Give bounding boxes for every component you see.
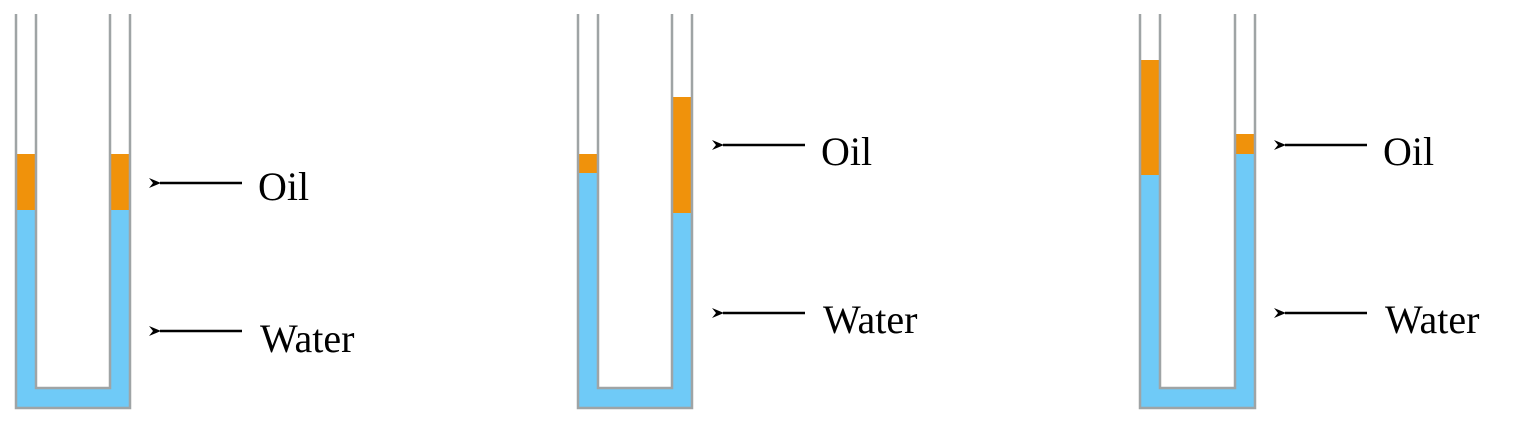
tube-3-oil-label: Oil bbox=[1383, 129, 1434, 174]
tube-2-oil-label: Oil bbox=[821, 129, 872, 174]
tube-2-water-bottom bbox=[578, 388, 692, 408]
tube-1-oil-label: Oil bbox=[258, 164, 309, 209]
u-tube-3: Oil Water bbox=[1138, 14, 1480, 410]
tube-2-inner-wall bbox=[596, 14, 674, 390]
tube-2-oil-left bbox=[578, 154, 598, 173]
tube-1-inner-wall bbox=[34, 14, 112, 390]
tube-1-water-right-arm bbox=[110, 210, 130, 388]
tube-2-water-label: Water bbox=[823, 297, 918, 342]
u-tube-1: Oil Water bbox=[14, 14, 355, 410]
u-tube-2: Oil Water bbox=[576, 14, 918, 410]
tube-3-water-right-arm bbox=[1235, 154, 1255, 388]
tube-1-oil-left bbox=[16, 154, 36, 210]
tube-3-water-bottom bbox=[1140, 388, 1255, 408]
tube-3-inner-wall bbox=[1158, 14, 1237, 390]
tube-1-outer-wall bbox=[14, 14, 132, 410]
tube-2-water-right-arm bbox=[672, 213, 692, 388]
tube-1-water-label: Water bbox=[260, 316, 355, 361]
tube-3-oil-left bbox=[1140, 60, 1160, 175]
tube-2-oil-right bbox=[672, 97, 692, 213]
tube-3-oil-right bbox=[1235, 134, 1255, 154]
tube-3-water-left-arm bbox=[1140, 175, 1160, 388]
tube-1-water-bottom bbox=[16, 388, 130, 408]
tube-1-oil-right bbox=[110, 154, 130, 210]
tube-3-outer-wall bbox=[1138, 14, 1257, 410]
tube-1-water-left-arm bbox=[16, 210, 36, 388]
tube-2-water-left-arm bbox=[578, 173, 598, 388]
tube-3-water-label: Water bbox=[1385, 297, 1480, 342]
tube-2-outer-wall bbox=[576, 14, 694, 410]
